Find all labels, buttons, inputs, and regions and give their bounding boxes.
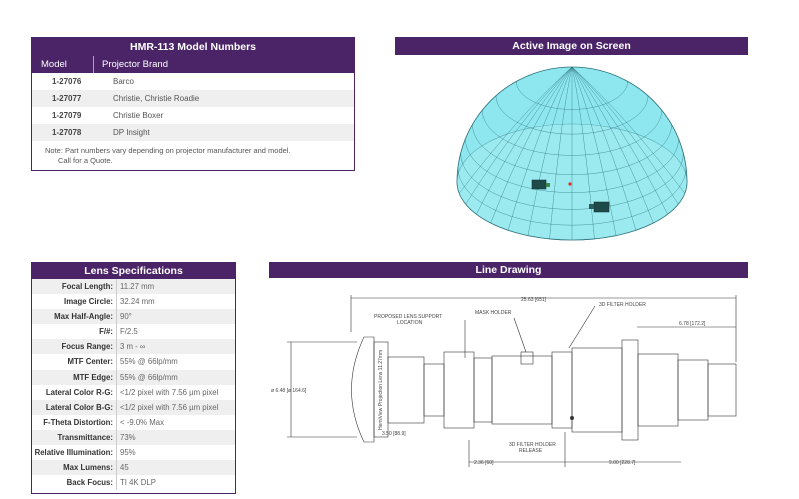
lens-specifications-table: Lens Specifications Focal Length:11.27 m… — [31, 262, 236, 494]
spec-label: Max Lumens: — [32, 460, 117, 476]
spec-value: 3 m - ∞ — [120, 342, 146, 352]
dim-diameter: ø 6.48 [ø 164.6] — [271, 388, 307, 394]
line-drawing-title: Line Drawing — [269, 262, 748, 278]
model-number: 1-27078 — [52, 128, 82, 137]
spec-row: Lateral Color B-G:<1/2 pixel with 7.56 µ… — [32, 399, 235, 415]
lens-line-drawing: 25.63 [651] 6.78 [172.2] ø 6.48 [ø 164.6… — [271, 295, 737, 467]
table-row: 1-27077 Christie, Christie Roadie — [32, 90, 354, 107]
spec-row: MTF Edge:55% @ 66lp/mm — [32, 369, 235, 385]
dome — [456, 66, 688, 241]
model-numbers-title: HMR-113 Model Numbers — [32, 38, 354, 56]
projector-brand: Christie, Christie Roadie — [113, 94, 200, 103]
col-brand-header: Projector Brand — [102, 59, 169, 70]
spec-label: Transmittance: — [32, 429, 117, 446]
note-line-1: Note: Part numbers vary depending on pro… — [45, 146, 291, 155]
spec-label: F-Theta Distortion: — [32, 414, 117, 430]
col-model-header: Model — [32, 56, 94, 73]
dim-bottom-1: 2.36 [60] — [474, 460, 494, 466]
spec-row: Max Half-Angle:90° — [32, 309, 235, 325]
spec-label: Lateral Color R-G: — [32, 384, 117, 400]
model-numbers-header-row: Model Projector Brand — [32, 56, 354, 73]
note-line-2: Call for a Quote. — [58, 155, 113, 165]
dim-total: 25.63 [651] — [521, 297, 547, 303]
spec-value: 32.24 mm — [120, 297, 155, 307]
projector-brand: Barco — [113, 77, 134, 86]
spec-value: 11.27 mm — [120, 282, 155, 291]
spec-label: Focus Range: — [32, 339, 117, 355]
table-row: 1-27079 Christie Boxer — [32, 107, 354, 124]
projector-1 — [531, 179, 550, 190]
spec-row: Focal Length:11.27 mm — [32, 279, 235, 295]
spec-label: F/#: — [32, 324, 117, 340]
spec-row: Focus Range:3 m - ∞ — [32, 339, 235, 355]
spec-value: 95% — [120, 448, 136, 458]
spec-row: Image Circle:32.24 mm — [32, 294, 235, 310]
spec-label: Lateral Color B-G: — [32, 399, 117, 415]
spec-value: TI 4K DLP — [120, 478, 156, 488]
spec-label: MTF Center: — [32, 354, 117, 370]
dim-right: 6.78 [172.2] — [679, 321, 706, 327]
model-number: 1-27076 — [52, 77, 82, 86]
spec-value: <1/2 pixel with 7.56 µm pixel — [120, 387, 219, 397]
lens-specs-title: Lens Specifications — [32, 263, 235, 279]
projector-2 — [589, 201, 610, 213]
spec-value: 55% @ 66lp/mm — [120, 357, 178, 367]
spec-label: Focal Length: — [32, 279, 117, 295]
spec-label: Back Focus: — [32, 475, 117, 491]
spec-value: F/2.5 — [120, 327, 138, 337]
dim-small: 3.50 [88.9] — [382, 431, 406, 437]
spec-row: Relative Illumination:95% — [32, 445, 235, 461]
center-point — [568, 182, 572, 186]
model-note: Note: Part numbers vary depending on pro… — [32, 141, 354, 165]
spec-value: 90° — [120, 312, 132, 322]
spec-row: Lateral Color R-G:<1/2 pixel with 7.56 µ… — [32, 384, 235, 400]
spec-value: < -9.0% Max — [120, 417, 164, 427]
projector-brand: DP Insight — [113, 128, 150, 137]
label-lens-support-2: LOCATION — [397, 320, 423, 326]
dim-bottom-2: 9.00 [228.7] — [609, 460, 636, 466]
projector-brand: Christie Boxer — [113, 111, 164, 120]
spec-value: 55% @ 66lp/mm — [120, 372, 178, 382]
table-row: 1-27076 Barco — [32, 73, 354, 90]
spec-value: <1/2 pixel with 7.56 µm pixel — [120, 402, 219, 412]
label-release-2: RELEASE — [519, 448, 543, 454]
spec-label: MTF Edge: — [32, 369, 117, 385]
spec-row: Back Focus:TI 4K DLP — [32, 475, 235, 491]
release-knob — [570, 416, 574, 420]
spec-label: Max Half-Angle: — [32, 309, 117, 325]
spec-value: 45 — [120, 463, 129, 473]
label-3d-filter-holder: 3D FILTER HOLDER — [599, 302, 646, 308]
spec-row: F-Theta Distortion:< -9.0% Max — [32, 414, 235, 430]
spec-row: Max Lumens:45 — [32, 460, 235, 476]
model-number: 1-27079 — [52, 111, 82, 120]
model-numbers-table: HMR-113 Model Numbers Model Projector Br… — [31, 37, 355, 171]
spec-value: 73% — [120, 432, 136, 442]
spec-row: Transmittance:73% — [32, 429, 235, 446]
dome-screen-illustration — [456, 66, 688, 241]
spec-label: Relative Illumination: — [32, 445, 117, 461]
label-release-1: 3D FILTER HOLDER — [509, 442, 556, 448]
table-row: 1-27078 DP Insight — [32, 124, 354, 141]
model-rows: 1-27076 Barco 1-27077 Christie, Christie… — [32, 73, 354, 141]
spec-row: MTF Center:55% @ 66lp/mm — [32, 354, 235, 370]
spec-row: F/#:F/2.5 — [32, 324, 235, 340]
model-number: 1-27077 — [52, 94, 82, 103]
active-image-title: Active Image on Screen — [395, 37, 748, 55]
label-mask-holder: MASK HOLDER — [475, 310, 512, 316]
spec-label: Image Circle: — [32, 294, 117, 310]
label-lens-support: PROPOSED LENS SUPPORT — [374, 314, 442, 320]
lens-barrel-label: HemiView Projection Lens 11.27mm — [378, 350, 384, 430]
